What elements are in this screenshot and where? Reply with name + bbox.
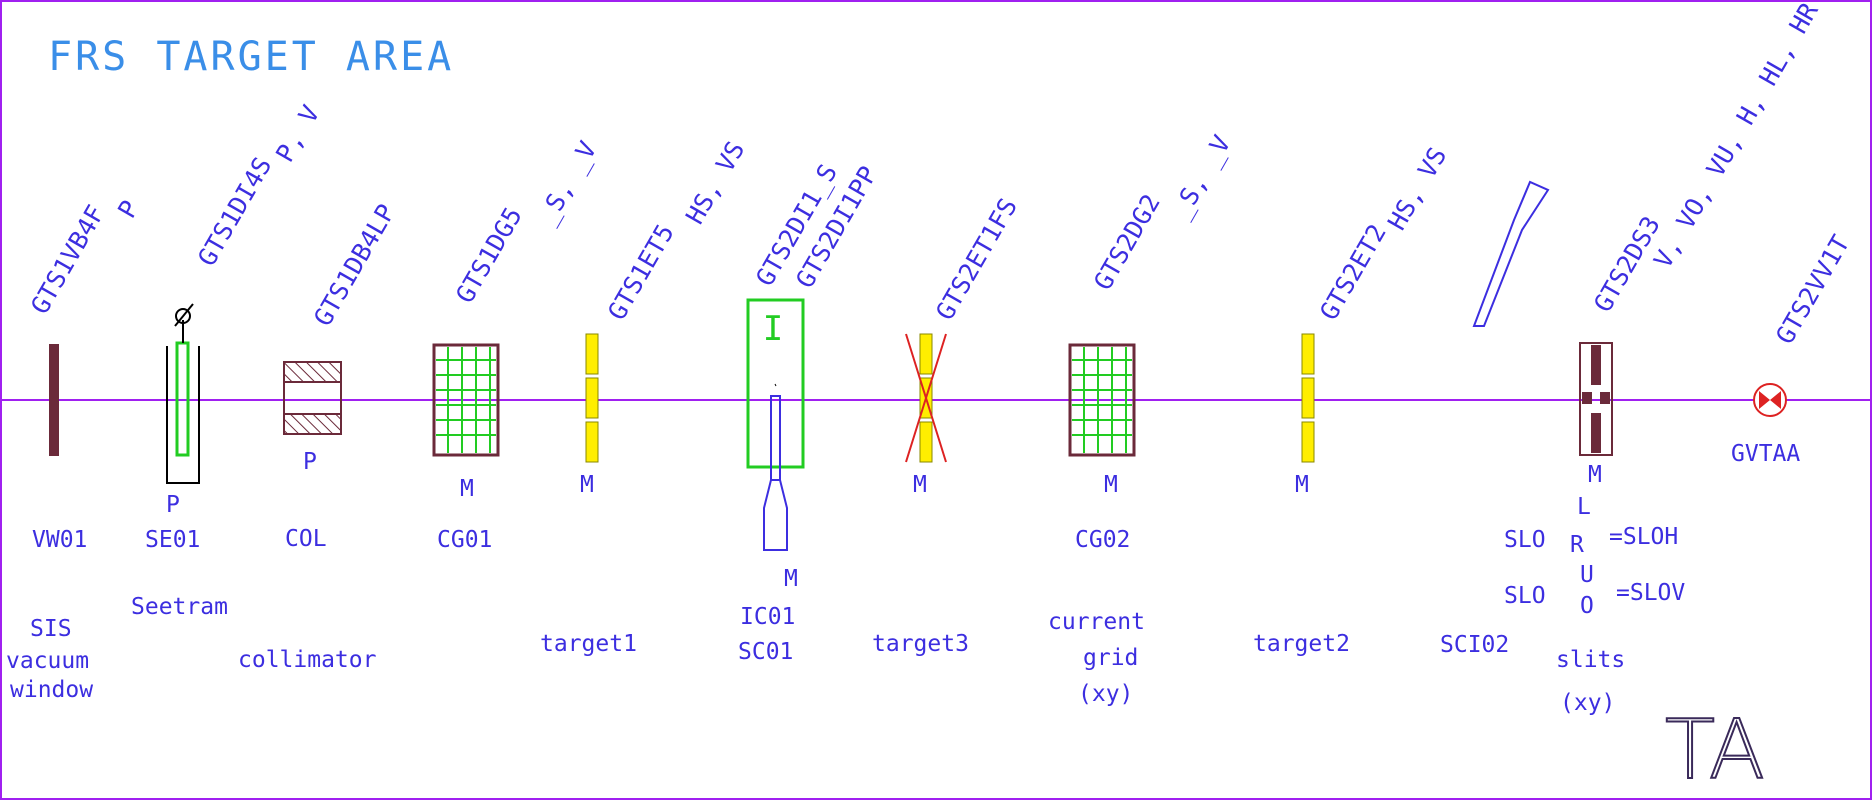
vw01-desc3: window: [10, 677, 93, 703]
cg01-drive: M: [460, 476, 474, 502]
slits-slo-h: SLO: [1504, 527, 1546, 553]
cg02-desc2: grid: [1083, 645, 1138, 671]
cg01-suffix: _S, _V: [532, 136, 602, 229]
vw01-desc1: SIS: [30, 616, 72, 642]
area-code-mark: TA: [1665, 703, 1765, 798]
se01-suffix: P, V: [270, 100, 325, 167]
se01-name: SE01: [145, 527, 200, 553]
slits-eq-v: =SLOV: [1616, 580, 1685, 606]
vw01-suffix: P: [112, 195, 145, 223]
target2-ladder-bottom-icon: [1301, 421, 1315, 463]
slits-desc2: (xy): [1560, 690, 1615, 716]
se01-drive: P: [166, 492, 180, 518]
se01-desc1: Seetram: [131, 594, 228, 620]
slit-right-jaw-icon: [1600, 392, 1610, 404]
slits-o: O: [1580, 593, 1594, 619]
slits-drive: M: [1588, 462, 1602, 488]
scintillator-drive-icon: [763, 479, 788, 551]
cg02-suffix: _S, _V: [1166, 130, 1236, 223]
slits-suffix: V, VO, VU, H, HL, HR: [1648, 0, 1824, 273]
slit-left-jaw-icon: [1582, 392, 1592, 404]
cg01-tag: GTS1DG5: [450, 202, 528, 308]
target2-suffix: HS, VS: [1382, 142, 1452, 235]
target1-desc1: target1: [540, 631, 637, 657]
sci02-device[interactable]: [1472, 180, 1550, 327]
se01-tag: GTS1DI4S: [192, 152, 277, 271]
current-grid-2-icon: [1068, 343, 1136, 457]
target1-tag: GTS1ET5: [602, 219, 680, 325]
target3-device[interactable]: [905, 333, 947, 463]
slits-u: U: [1580, 562, 1594, 588]
target2-device[interactable]: [1301, 333, 1315, 463]
current-grid-1-icon: [432, 343, 500, 457]
cg01-device[interactable]: [432, 343, 500, 457]
target1-ladder-top-icon: [585, 333, 599, 375]
sc01-name: SC01: [738, 639, 793, 665]
vw01-name: VW01: [32, 527, 87, 553]
cg02-desc3: (xy): [1078, 681, 1133, 707]
cg02-drive: M: [1104, 472, 1118, 498]
slits-desc1: slits: [1556, 647, 1625, 673]
target3-tag: GTS2ET1FS: [930, 193, 1023, 325]
ic01-drive: M: [784, 566, 798, 592]
scintillator-2-icon: [1472, 180, 1550, 327]
target1-device[interactable]: [585, 333, 599, 463]
seetram-housing-icon: [166, 346, 200, 484]
target2-drive: M: [1295, 472, 1309, 498]
target2-desc1: target2: [1253, 631, 1350, 657]
slits-eq-h: =SLOH: [1609, 524, 1678, 550]
ic01-device[interactable]: I: [746, 298, 805, 551]
target1-ladder-bottom-icon: [585, 421, 599, 463]
target2-tag: GTS2ET2: [1314, 219, 1392, 325]
ionization-chamber-icon: [746, 298, 805, 469]
gvtaa-tag: GTS2VV1T: [1770, 230, 1855, 349]
slits-slo-v: SLO: [1504, 583, 1546, 609]
slit-upper-jaw-icon: [1591, 345, 1601, 385]
cg02-desc1: current: [1048, 609, 1145, 635]
col-device[interactable]: [283, 361, 342, 435]
slits-tag: GTS2DS3: [1588, 211, 1666, 317]
vw01-tag: GTS1VB4F: [25, 200, 110, 319]
target2-ladder-top-icon: [1301, 333, 1315, 375]
cg02-name: CG02: [1075, 527, 1130, 553]
col-name: COL: [285, 526, 327, 552]
sci02-name: SCI02: [1440, 632, 1509, 658]
vw01-device[interactable]: [49, 344, 59, 456]
gvtaa-device[interactable]: [1753, 383, 1787, 417]
cg01-name: CG01: [437, 527, 492, 553]
col-drive: P: [303, 449, 317, 475]
ic01-symbol: I: [763, 309, 783, 349]
cg02-device[interactable]: [1068, 343, 1136, 457]
col-desc1: collimator: [238, 647, 376, 673]
target1-suffix: HS, VS: [680, 136, 750, 229]
target1-ladder-mid-icon: [585, 377, 599, 419]
target2-ladder-mid-icon: [1301, 377, 1315, 419]
vw01-desc2: vacuum: [6, 648, 89, 674]
gvtaa-name: GVTAA: [1731, 441, 1800, 467]
slits-r: R: [1570, 532, 1584, 558]
cg02-tag: GTS2DG2: [1088, 189, 1166, 295]
collimator-upper-jaw-icon: [283, 361, 342, 383]
slit-lower-jaw-icon: [1591, 413, 1601, 453]
seetram-actuator-icon: [175, 308, 191, 324]
col-tag: GTS1DB4LP: [308, 199, 401, 331]
se01-device[interactable]: [166, 303, 200, 484]
target3-ladder-bottom-icon: [919, 421, 933, 463]
vacuum-window-icon: [49, 344, 59, 456]
target3-ladder-top-icon: [919, 333, 933, 375]
collimator-lower-jaw-icon: [283, 413, 342, 435]
slits-l: L: [1577, 494, 1591, 520]
target3-drive: M: [913, 472, 927, 498]
slits-device[interactable]: [1579, 342, 1613, 456]
slit-frame-icon: [1579, 342, 1613, 456]
ic01-name: IC01: [740, 604, 795, 630]
page-title: FRS TARGET AREA: [48, 34, 454, 80]
target3-desc1: target3: [872, 631, 969, 657]
target1-drive: M: [580, 472, 594, 498]
